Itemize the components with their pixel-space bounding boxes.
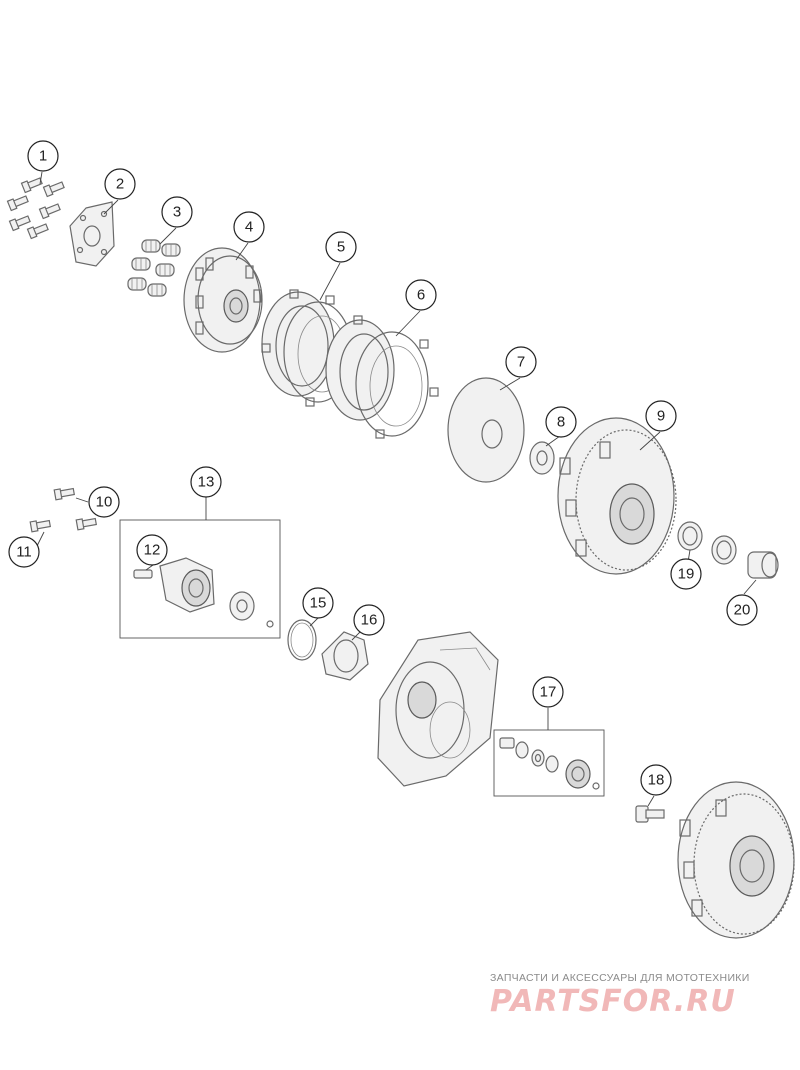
part-gasket: [321, 631, 369, 681]
callout-17: 17: [532, 676, 564, 708]
svg-text:5: 5: [337, 239, 345, 256]
svg-text:11: 11: [16, 544, 32, 561]
callout-7: 7: [505, 346, 537, 378]
assembly-box-17: [493, 729, 605, 797]
callout-11: 11: [8, 536, 40, 568]
callout-20: 20: [726, 594, 758, 626]
part-needle-bearings: [677, 521, 737, 565]
svg-text:19: 19: [678, 566, 695, 583]
callout-5: 5: [325, 231, 357, 263]
part-bushing: [747, 551, 779, 579]
callout-8: 8: [545, 406, 577, 438]
part-bolts: [6, 177, 65, 240]
part-washer: [529, 441, 555, 475]
part-thrust-washer: [447, 377, 525, 483]
part-clutch-basket-lower: [677, 781, 795, 939]
callout-2: 2: [104, 168, 136, 200]
callout-3: 3: [161, 196, 193, 228]
leader-lines: [35, 171, 757, 807]
callout-4: 4: [233, 211, 265, 243]
callout-1: 1: [27, 140, 59, 172]
part-springs: [127, 239, 181, 297]
svg-text:6: 6: [417, 287, 425, 304]
part-clutch-cover: [377, 631, 499, 787]
callout-9: 9: [645, 400, 677, 432]
watermark-tagline: ЗАПЧАСТИ И АКСЕССУАРЫ ДЛЯ МОТОТЕХНИКИ: [490, 972, 750, 984]
svg-text:10: 10: [96, 494, 113, 511]
svg-text:9: 9: [657, 408, 665, 425]
part-inner-hub: [183, 247, 263, 353]
callout-19: 19: [670, 558, 702, 590]
svg-text:16: 16: [361, 612, 378, 629]
part-clutch-basket: [557, 417, 677, 575]
svg-text:17: 17: [540, 684, 557, 701]
svg-text:8: 8: [557, 414, 565, 431]
part-pressure-plate: [69, 201, 115, 267]
part-cover-parts: [499, 737, 600, 790]
svg-text:12: 12: [144, 542, 161, 559]
svg-text:18: 18: [648, 772, 665, 789]
callout-13: 13: [190, 466, 222, 498]
part-steel-discs: [325, 315, 439, 439]
part-friction-discs: [261, 289, 353, 407]
svg-text:20: 20: [734, 602, 751, 619]
callout-15: 15: [302, 587, 334, 619]
part-basket-bolt: [635, 805, 665, 823]
part-slave-cylinder: [133, 557, 274, 628]
svg-text:7: 7: [517, 354, 525, 371]
callout-6: 6: [405, 279, 437, 311]
svg-text:4: 4: [245, 219, 253, 236]
part-screws: [29, 487, 98, 533]
watermark-brand: PARTSFOR.RU: [490, 984, 736, 1019]
svg-text:1: 1: [39, 148, 47, 165]
callout-18: 18: [640, 764, 672, 796]
part-o-ring: [287, 619, 317, 661]
callout-12: 12: [136, 534, 168, 566]
callout-16: 16: [353, 604, 385, 636]
callout-10: 10: [88, 486, 120, 518]
svg-text:2: 2: [116, 176, 124, 193]
svg-text:15: 15: [310, 595, 327, 612]
svg-text:13: 13: [198, 474, 215, 491]
assembly-box-13: [119, 519, 281, 639]
svg-text:3: 3: [173, 204, 181, 221]
